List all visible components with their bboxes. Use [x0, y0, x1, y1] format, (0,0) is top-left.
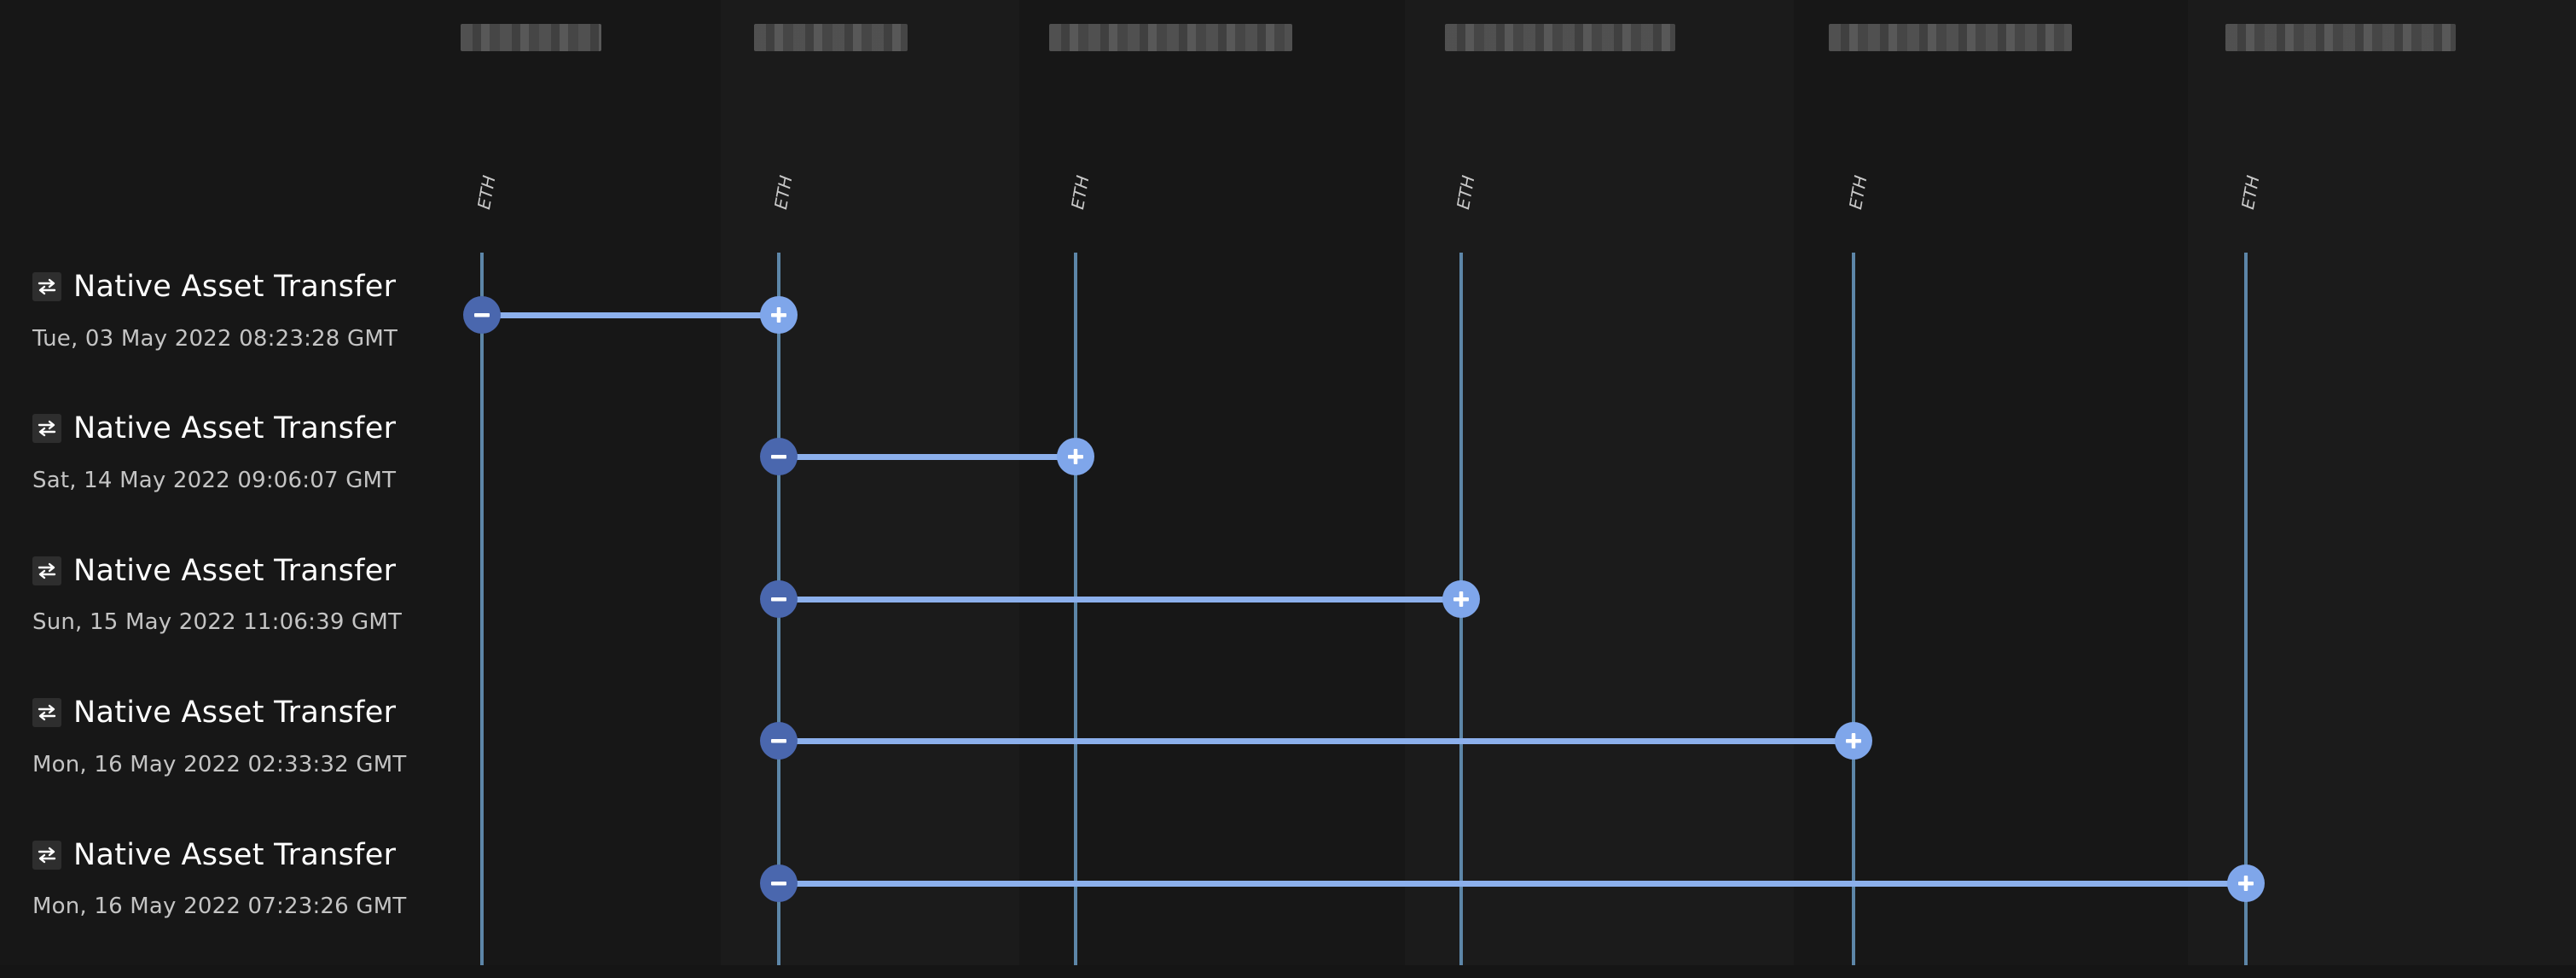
- plus-icon: [2238, 876, 2254, 891]
- receiver-node[interactable]: [2227, 864, 2265, 902]
- transfer-icon: [32, 272, 61, 301]
- receiver-node[interactable]: [1835, 722, 1872, 760]
- transaction-timestamp: Mon, 16 May 2022 02:33:32 GMT: [32, 752, 407, 777]
- transfer-connector: [779, 881, 2246, 887]
- transfer-connector: [779, 454, 1076, 460]
- column-band: [1794, 0, 2188, 965]
- minus-icon: [771, 455, 786, 459]
- plus-icon: [1846, 733, 1861, 748]
- transaction-timestamp: Sun, 15 May 2022 11:06:39 GMT: [32, 609, 403, 635]
- account-lane-line: [480, 253, 484, 965]
- plus-icon: [771, 307, 786, 323]
- transaction-timestamp: Mon, 16 May 2022 07:23:26 GMT: [32, 894, 407, 919]
- transaction-title[interactable]: Native Asset Transfer: [32, 696, 396, 730]
- account-lane-line: [2244, 253, 2248, 965]
- column-header-redacted: [461, 24, 601, 51]
- transfer-arrows-icon: [38, 420, 56, 437]
- transfer-arrows-icon: [38, 847, 56, 864]
- minus-icon: [474, 313, 490, 317]
- transfer-icon: [32, 556, 61, 585]
- account-lane-line: [1074, 253, 1077, 965]
- transfer-icon: [32, 841, 61, 870]
- transfer-arrows-icon: [38, 278, 56, 295]
- transaction-title[interactable]: Native Asset Transfer: [32, 554, 396, 588]
- column-band: [2188, 0, 2576, 965]
- transfer-icon: [32, 698, 61, 727]
- sender-node[interactable]: [760, 864, 798, 902]
- column-header-redacted: [2225, 24, 2456, 51]
- column-band: [721, 0, 1019, 965]
- sender-node[interactable]: [463, 296, 501, 334]
- column-header-redacted: [1445, 24, 1675, 51]
- column-band: [0, 0, 721, 965]
- transaction-label: Native Asset Transfer: [73, 270, 397, 304]
- transfer-arrows-icon: [38, 704, 56, 721]
- transaction-label: Native Asset Transfer: [73, 838, 397, 872]
- column-header-redacted: [754, 24, 908, 51]
- transaction-label: Native Asset Transfer: [73, 554, 397, 588]
- minus-icon: [771, 597, 786, 602]
- column-header-redacted: [1049, 24, 1292, 51]
- account-lane-line: [1852, 253, 1855, 965]
- sender-node[interactable]: [760, 722, 798, 760]
- transfer-connector: [779, 738, 1854, 744]
- transaction-label: Native Asset Transfer: [73, 696, 397, 730]
- plus-icon: [1453, 591, 1469, 607]
- transaction-title[interactable]: Native Asset Transfer: [32, 270, 396, 304]
- transaction-timestamp: Sat, 14 May 2022 09:06:07 GMT: [32, 468, 397, 493]
- receiver-node[interactable]: [1057, 438, 1094, 475]
- receiver-node[interactable]: [760, 296, 798, 334]
- column-band: [1019, 0, 1405, 965]
- transfer-connector: [779, 597, 1461, 603]
- column-header-redacted: [1829, 24, 2072, 51]
- transfer-connector: [482, 312, 779, 318]
- minus-icon: [771, 739, 786, 743]
- transaction-title[interactable]: Native Asset Transfer: [32, 838, 396, 872]
- column-band: [1405, 0, 1794, 965]
- sender-node[interactable]: [760, 438, 798, 475]
- transaction-timestamp: Tue, 03 May 2022 08:23:28 GMT: [32, 326, 398, 352]
- transfer-icon: [32, 414, 61, 443]
- transfer-arrows-icon: [38, 562, 56, 579]
- minus-icon: [771, 882, 786, 886]
- sender-node[interactable]: [760, 580, 798, 618]
- transaction-label: Native Asset Transfer: [73, 411, 397, 445]
- transaction-title[interactable]: Native Asset Transfer: [32, 411, 396, 445]
- receiver-node[interactable]: [1442, 580, 1480, 618]
- plus-icon: [1068, 449, 1083, 464]
